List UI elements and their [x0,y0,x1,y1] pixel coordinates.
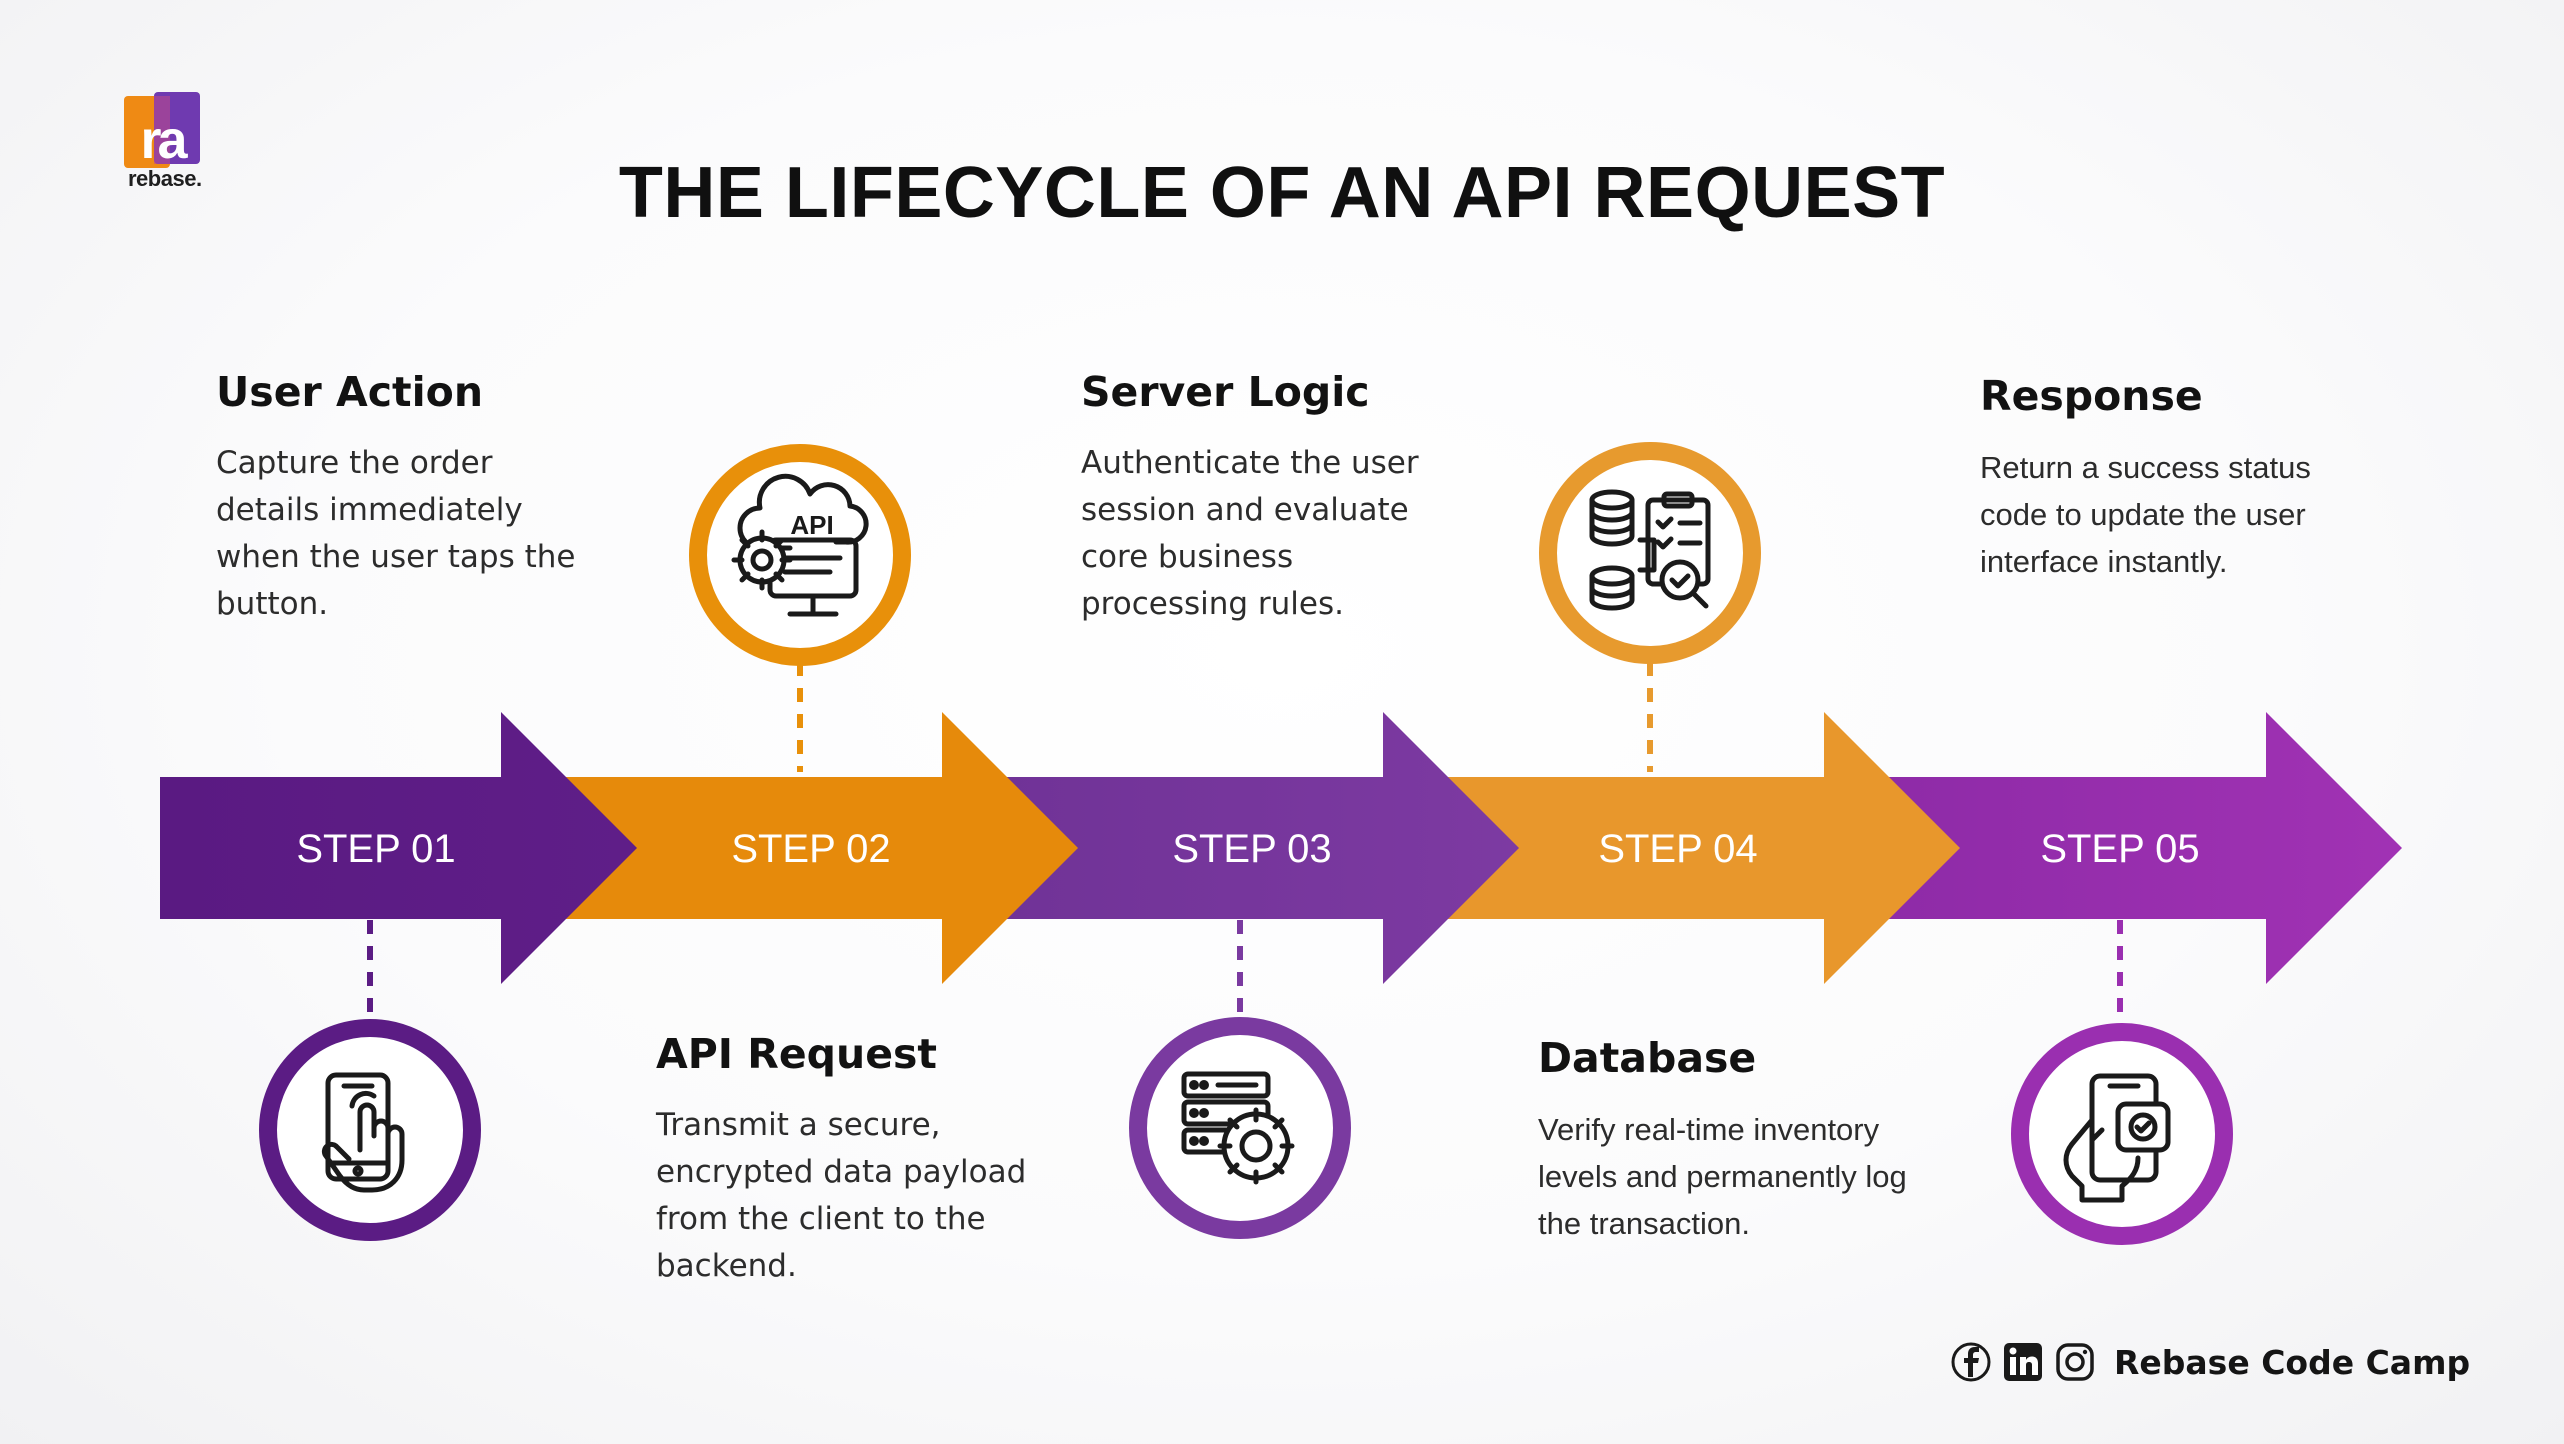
arrow-step-01 [160,712,637,984]
step-02-label: STEP 02 [731,827,890,871]
phone-check-icon [2063,1073,2171,1203]
server-gear-icon [1181,1071,1295,1185]
step-02-description: Transmit a secure, encrypted data payloa… [656,1107,1027,1284]
footer-branding: Rebase Code Camp [1950,1334,2470,1390]
step-05-description: Return a success status code to update t… [1980,450,2311,579]
arrow-step-04 [1400,712,1960,984]
step-01-heading: User Action [216,368,484,416]
facebook-icon[interactable] [1950,1341,1992,1383]
footer-brand-name: Rebase Code Camp [2114,1342,2471,1382]
step-04-description: Verify real-time inventory levels and pe… [1538,1112,1907,1241]
arrow-step-02 [520,712,1078,984]
linkedin-icon[interactable] [2002,1341,2044,1383]
step-02-text: API Request Transmit a secure, encrypted… [656,1030,1056,1290]
step-01-label: STEP 01 [296,827,455,871]
step-03-label: STEP 03 [1172,827,1331,871]
arrow-step-03 [960,712,1519,984]
step-05-label: STEP 05 [2040,827,2199,871]
rebase-logo: ra rebase. [124,92,208,196]
api-cloud-gear-icon: API [731,473,869,617]
step-05-heading: Response [1980,372,2203,420]
step-03-description: Authenticate the user session and evalua… [1081,445,1419,622]
svg-text:API: API [790,510,833,540]
step-04-text: Database Verify real-time inventory leve… [1538,1034,1938,1247]
step-04-heading: Database [1538,1034,1757,1082]
arrow-step-05 [1830,712,2402,984]
badge-step-01 [259,1019,481,1241]
step-03-heading: Server Logic [1081,368,1370,416]
database-checklist-icon [1589,489,1711,611]
instagram-icon[interactable] [2054,1341,2096,1383]
step-04-label: STEP 04 [1598,827,1757,871]
logo-label: rebase. [128,166,202,191]
step-03-text: Server Logic Authenticate the user sessi… [1081,368,1481,628]
step-01-description: Capture the order details immediately wh… [216,445,576,622]
step-01-text: User Action Capture the order details im… [216,368,616,628]
page-title: THE LIFECYCLE OF AN API REQUEST [618,153,1946,233]
logo-mark-icon: ra [124,92,200,170]
step-05-text: Response Return a success status code to… [1980,372,2380,585]
step-02-heading: API Request [656,1030,938,1078]
phone-tap-icon [321,1072,405,1193]
